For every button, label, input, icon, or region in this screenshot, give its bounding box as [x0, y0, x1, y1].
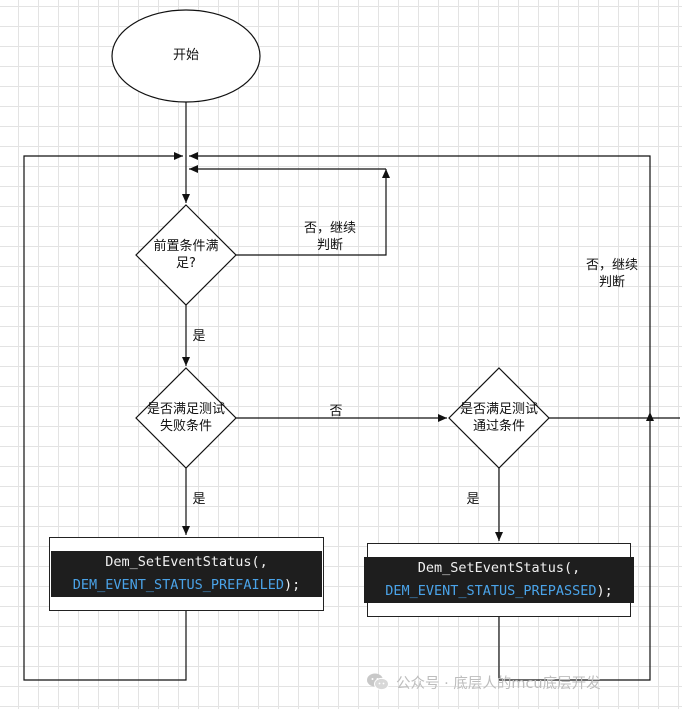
fail-check-label: 是否满足测试 失败条件 [126, 401, 246, 435]
edge-prefailed-loop-back [23, 152, 187, 681]
prepassed-enum-line: DEM_EVENT_STATUS_PREPASSED); [364, 580, 634, 603]
pass-check-line1: 是否满足测试 [459, 402, 538, 417]
watermark-text: 公众号 · 底层人的mcu底层开发 [396, 675, 601, 692]
prefailed-tail: ); [284, 577, 301, 593]
edge-label-no-continue-1-line1: 否，继续 [303, 221, 356, 236]
edge-label-no-continue-2: 否，继续 判断 [572, 257, 652, 291]
prepassed-call: Dem_SetEventStatus(, [417, 560, 581, 576]
edge-label-no-continue-2-line2: 判断 [598, 275, 625, 290]
pass-check-label: 是否满足测试 通过条件 [439, 401, 559, 435]
edge-label-yes-1: 是 [192, 329, 206, 344]
edge-label-no-continue-2-line1: 否，继续 [585, 258, 638, 273]
edge-right-loop-return [189, 152, 651, 412]
pass-check-line2: 通过条件 [472, 419, 525, 434]
prefailed-box: Dem_SetEventStatus(, DEM_EVENT_STATUS_PR… [49, 537, 324, 611]
edge-label-no-continue-1-line2: 判断 [316, 238, 343, 253]
start-label: 开始 [172, 48, 199, 63]
prepassed-code: Dem_SetEventStatus(, DEM_EVENT_STATUS_PR… [364, 557, 634, 603]
edge-label-yes-2: 是 [192, 492, 206, 507]
prepassed-box: Dem_SetEventStatus(, DEM_EVENT_STATUS_PR… [364, 543, 634, 617]
prepassed-enum: DEM_EVENT_STATUS_PREPASSED [385, 583, 597, 599]
precondition-line2: 足? [176, 256, 196, 271]
fail-check-line2: 失败条件 [159, 419, 212, 434]
prefailed-enum-line: DEM_EVENT_STATUS_PREFAILED); [51, 574, 322, 597]
edge-prepassed-loop-up [498, 412, 654, 681]
edge-label-yes-3: 是 [466, 492, 480, 507]
prepassed-tail: ); [596, 583, 613, 599]
edge-precondition-no-loop [236, 169, 390, 256]
precondition-line1: 前置条件满 [153, 239, 219, 254]
prefailed-enum: DEM_EVENT_STATUS_PREFAILED [72, 577, 285, 593]
wechat-icon [367, 673, 389, 691]
prefailed-code: Dem_SetEventStatus(, DEM_EVENT_STATUS_PR… [51, 551, 322, 597]
edge-label-no: 否 [329, 404, 343, 419]
fail-check-line1: 是否满足测试 [146, 402, 225, 417]
prefailed-call: Dem_SetEventStatus(, [105, 554, 268, 570]
edge-label-no-continue-1: 否，继续 判断 [290, 220, 370, 254]
watermark: 公众号 · 底层人的mcu底层开发 [366, 671, 601, 693]
precondition-label: 前置条件满 足? [131, 238, 241, 272]
